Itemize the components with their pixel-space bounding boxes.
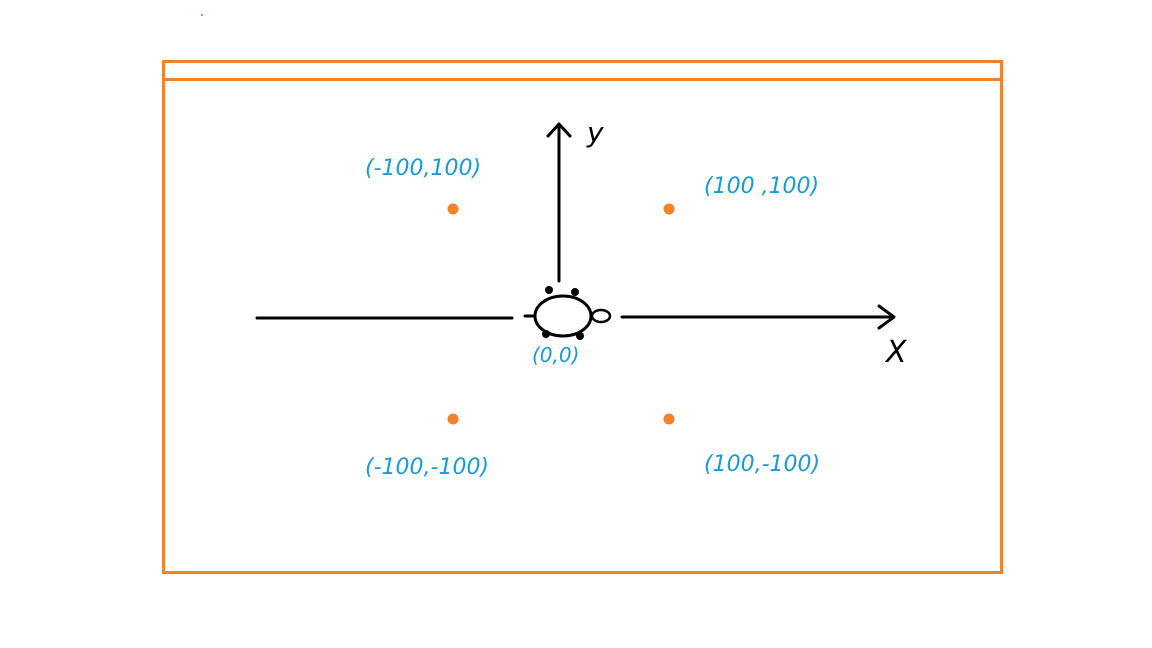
turtle-leg-front-right: [571, 288, 579, 296]
turtle-leg-front-left: [545, 286, 553, 294]
point-marker: [447, 413, 459, 425]
point-marker: [663, 413, 675, 425]
point-label: (100 ,100): [704, 174, 819, 199]
turtle-leg-back-right: [576, 332, 584, 340]
window-frame: [162, 60, 1003, 574]
y-axis: [546, 122, 572, 283]
turtle-head: [590, 308, 612, 324]
turtle-leg-back-left: [542, 330, 550, 338]
stray-dot: [201, 14, 203, 16]
point-marker: [447, 203, 459, 215]
y-axis-arrowhead: [546, 122, 572, 138]
point-label: (-100,-100): [365, 455, 489, 480]
x-axis-arrowhead: [877, 304, 896, 330]
point-label: (-100,100): [365, 156, 481, 181]
point-marker: [663, 203, 675, 215]
x-axis: [255, 304, 896, 330]
points-layer: (-100,100) (100 ,100) (-100,-100) (100,-100…: [365, 156, 820, 480]
origin-label: (0,0): [532, 343, 579, 367]
y-axis-label: y: [586, 116, 604, 149]
turtle-icon: [523, 286, 612, 340]
turtle-shell: [533, 294, 593, 338]
point-label: (100,-100): [704, 452, 820, 477]
x-axis-label: X: [884, 335, 908, 370]
